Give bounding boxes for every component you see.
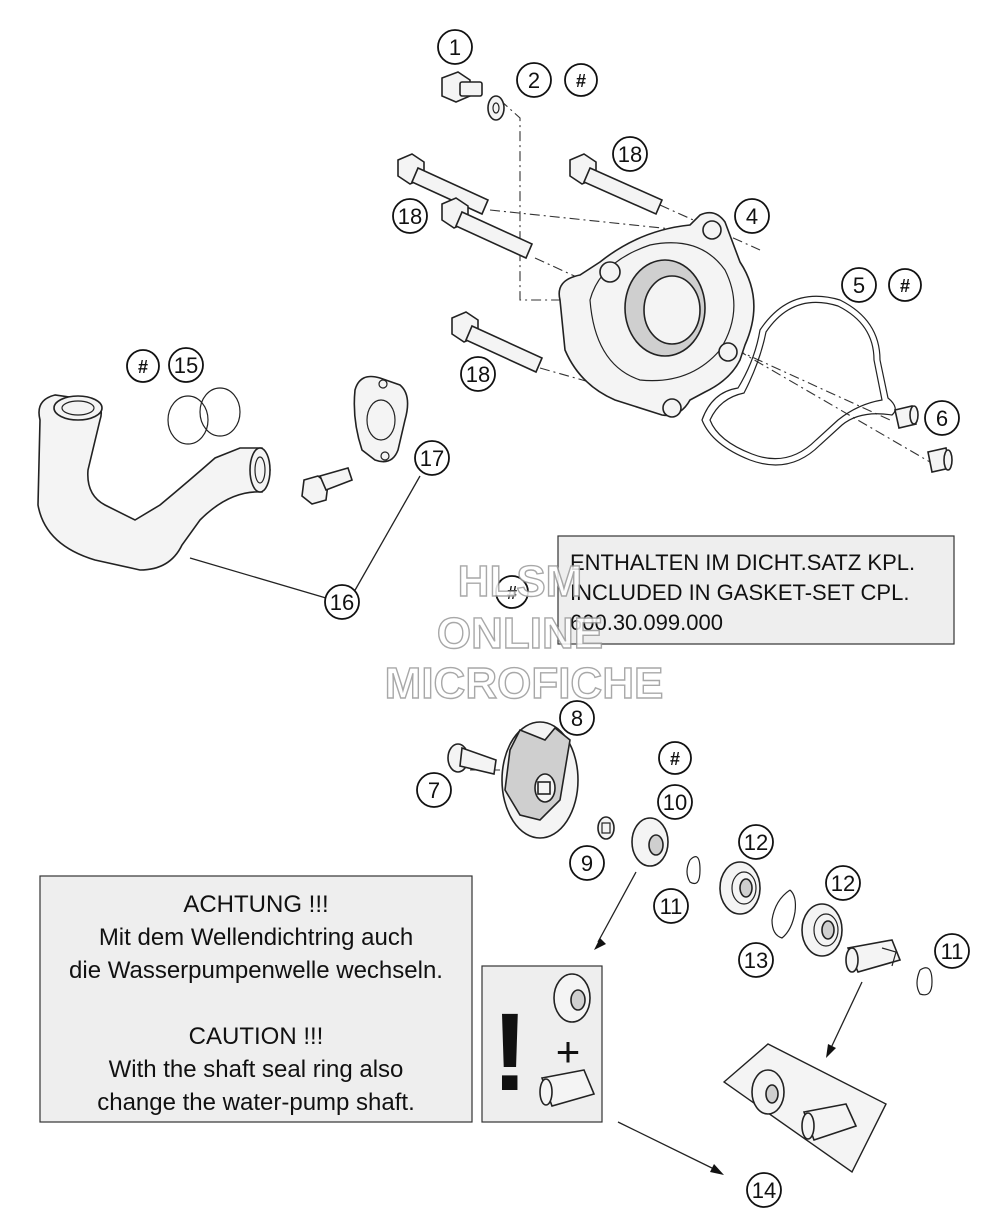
- callout-c12a: 12: [738, 824, 774, 860]
- callout-c8: 8: [559, 700, 595, 736]
- callout-number: 11: [660, 894, 683, 919]
- callout-number: 18: [398, 204, 422, 229]
- part-13-snap-ring: [771, 889, 797, 939]
- callout-number: 4: [746, 204, 758, 229]
- warning-exclamation: !: [492, 991, 529, 1114]
- part-3-flange-bolt: [301, 467, 354, 505]
- callout-number: 1: [449, 35, 461, 60]
- caution-de-title: ACHTUNG !!!: [183, 891, 328, 918]
- watermark: HLSM ONLINE MICROFICHE: [384, 556, 664, 708]
- callout-c6: 6: [924, 400, 960, 436]
- gasket-note-line-2: INCLUDED IN GASKET-SET CPL.: [570, 580, 909, 605]
- callout-number: 17: [420, 446, 444, 471]
- warning-panel: ! +: [481, 965, 603, 1123]
- callout-number: 6: [936, 406, 948, 431]
- part-6-sleeve-b: [927, 447, 953, 473]
- hash-symbol: #: [507, 583, 517, 603]
- callout-c14: 14: [746, 1172, 782, 1208]
- callout-hash-2: #: [888, 268, 922, 302]
- callout-number: 10: [663, 790, 687, 815]
- callout-c4: 4: [734, 198, 770, 234]
- callout-number: 2: [528, 68, 540, 93]
- part-5-gasket: [701, 295, 896, 466]
- callout-number: 12: [744, 830, 768, 855]
- part-15-o-rings: [167, 387, 241, 445]
- callout-number: 18: [618, 142, 642, 167]
- callout-c5: 5: [841, 267, 877, 303]
- callout-c7: 7: [416, 772, 452, 808]
- callout-c9: 9: [569, 845, 605, 881]
- part-8-impeller: [501, 721, 579, 839]
- part-2-washer: [487, 95, 505, 121]
- part-4-pump-cover: [558, 211, 755, 418]
- hash-symbol: #: [670, 749, 680, 769]
- callout-hash-5: #: [495, 575, 529, 609]
- water-pump-shaft: [845, 939, 902, 973]
- callout-number: 11: [941, 939, 964, 964]
- callout-c11a: 11: [653, 888, 689, 924]
- callout-c13: 13: [738, 942, 774, 978]
- callout-number: 5: [853, 273, 865, 298]
- gasket-set-note: ENTHALTEN IM DICHT.SATZ KPL. INCLUDED IN…: [557, 535, 955, 645]
- hash-symbol: #: [138, 357, 148, 377]
- callout-hash-1: #: [564, 63, 598, 97]
- callout-number: 12: [831, 871, 855, 896]
- callout-c1: 1: [437, 29, 473, 65]
- part-12-bearing-a: [719, 861, 761, 915]
- callout-c17: 17: [414, 440, 450, 476]
- watermark-line-1: HLSM: [458, 557, 583, 606]
- caution-box: ACHTUNG !!! Mit dem Wellendichtring auch…: [39, 875, 473, 1123]
- part-10-shaft-seal-ring: [631, 817, 669, 867]
- part-11-circlip-b: [916, 967, 933, 996]
- callout-hash-4: #: [658, 741, 692, 775]
- callout-hash-3: #: [126, 349, 160, 383]
- part-7-impeller-screw: [447, 743, 497, 775]
- callout-number: 9: [581, 851, 593, 876]
- watermark-line-2: ONLINE: [437, 609, 603, 658]
- callout-c12b: 12: [825, 865, 861, 901]
- part-11-circlip-a: [686, 856, 701, 885]
- callout-c18b: 18: [392, 198, 428, 234]
- part-18-bolt-a: [397, 153, 490, 216]
- part-16-coolant-pipe: [37, 394, 271, 571]
- hash-symbol: #: [576, 71, 586, 91]
- gasket-note-line-1: ENTHALTEN IM DICHT.SATZ KPL.: [570, 550, 915, 575]
- callout-number: 14: [752, 1178, 776, 1203]
- callout-number: 13: [744, 948, 768, 973]
- leader-lines: [189, 475, 863, 1175]
- callout-number: 7: [428, 778, 440, 803]
- part-6-sleeve-a: [894, 405, 919, 429]
- callout-c11b: 11: [934, 933, 970, 969]
- caution-de-line-1: Mit dem Wellendichtring auch: [99, 924, 413, 951]
- callout-c10: 10: [657, 784, 693, 820]
- callout-number: 16: [330, 590, 354, 615]
- callout-c16: 16: [324, 584, 360, 620]
- callout-number: 15: [174, 353, 198, 378]
- gasket-note-line-3: 600.30.099.000: [570, 610, 723, 635]
- part-9-shim: [597, 816, 615, 840]
- caution-en-line-1: With the shaft seal ring also: [109, 1056, 404, 1083]
- callout-number: 8: [571, 706, 583, 731]
- part-18-bolt-b: [441, 197, 534, 260]
- callout-c18c: 18: [460, 356, 496, 392]
- warning-plus: +: [556, 1028, 581, 1075]
- part-17-flange-gasket: [353, 375, 409, 463]
- callout-c2: 2: [516, 62, 552, 98]
- callout-c15: 15: [168, 347, 204, 383]
- part-18-bolt-d: [451, 311, 544, 374]
- callout-number: 18: [466, 362, 490, 387]
- caution-en-title: CAUTION !!!: [189, 1023, 324, 1050]
- caution-en-line-2: change the water-pump shaft.: [97, 1089, 415, 1116]
- caution-de-line-2: die Wasserpumpenwelle wechseln.: [69, 957, 443, 984]
- part-1-bolt: [441, 71, 483, 103]
- callout-c18a: 18: [612, 136, 648, 172]
- hash-symbol: #: [900, 276, 910, 296]
- part-14-repair-kit: [722, 1043, 887, 1174]
- part-18-bolt-c: [569, 153, 664, 216]
- watermark-line-3: MICROFICHE: [385, 659, 664, 708]
- part-12-bearing-b: [801, 903, 843, 957]
